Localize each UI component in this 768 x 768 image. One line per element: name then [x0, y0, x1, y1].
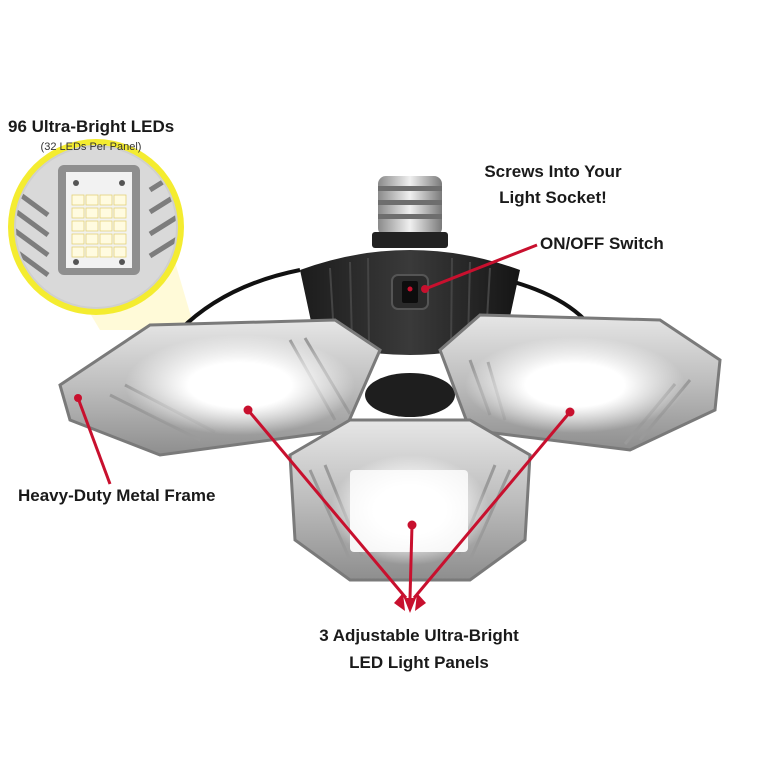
callout-line-right-panel	[412, 411, 572, 599]
arrowhead-right	[415, 593, 426, 611]
callout-line-switch	[424, 243, 538, 291]
panels-callout-line1: 3 Adjustable Ultra-Bright	[319, 626, 519, 645]
leds-callout-title: 96 Ultra-Bright LEDs	[8, 117, 175, 136]
callout-line-frame	[76, 397, 112, 485]
power-cord-left	[178, 268, 301, 332]
callout-dot-right-panel	[565, 407, 575, 417]
screws-callout-line1: Screws Into Your	[484, 162, 622, 181]
center-panel	[288, 418, 532, 582]
frame-callout: Heavy-Duty Metal Frame	[18, 486, 216, 505]
arrowhead-left	[394, 593, 405, 611]
panels-callout-line2: LED Light Panels	[349, 653, 489, 672]
switch-callout: ON/OFF Switch	[540, 234, 664, 253]
left-panel	[58, 318, 382, 457]
callout-line-left-panel	[246, 409, 408, 599]
callout-dot-center-panel	[407, 520, 417, 530]
callout-dot-frame	[74, 394, 82, 402]
callout-dot-left-panel	[243, 405, 253, 415]
led-closeup-inset	[8, 139, 184, 315]
arrowhead-center	[404, 598, 416, 613]
leds-callout-subtitle: (32 LEDs Per Panel)	[40, 141, 142, 153]
screw-base	[372, 176, 448, 248]
screws-callout-line2: Light Socket!	[499, 188, 607, 207]
right-panel	[438, 313, 722, 452]
callout-dot-switch	[421, 285, 429, 293]
switch-rocker	[402, 281, 418, 303]
callout-line-center-panel	[408, 524, 414, 599]
